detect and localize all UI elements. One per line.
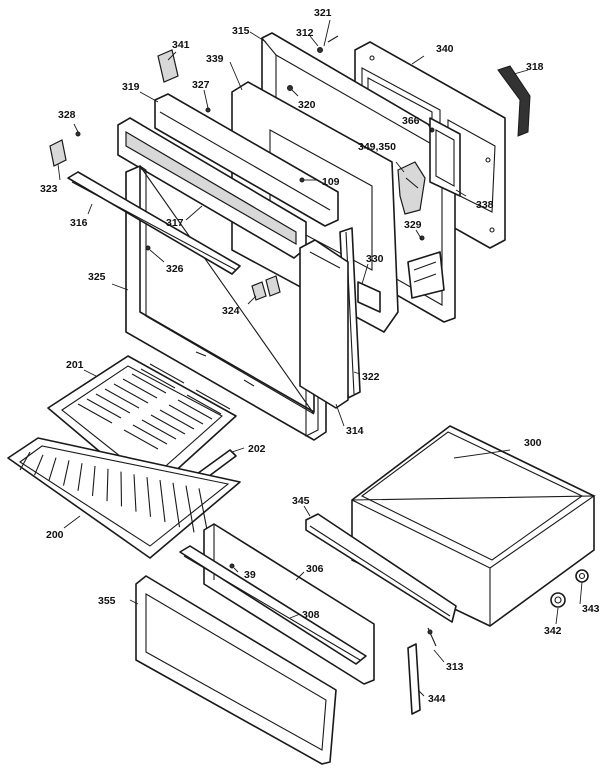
rack-bar xyxy=(33,454,44,476)
label-343: 343 xyxy=(582,603,600,615)
label-321: 321 xyxy=(314,7,332,19)
part-343-knob xyxy=(575,569,589,583)
part-344-slide xyxy=(407,643,421,715)
label-345: 345 xyxy=(292,495,310,507)
label-323: 323 xyxy=(40,183,58,195)
part-342-knob xyxy=(550,592,566,608)
part-355-drawer-panel xyxy=(135,575,337,765)
label-39: 39 xyxy=(244,569,256,581)
label-339: 339 xyxy=(206,53,224,65)
label-317: 317 xyxy=(166,217,184,229)
grid-slot xyxy=(195,389,231,410)
rack-bar xyxy=(106,468,109,502)
label-340: 340 xyxy=(436,43,454,55)
part-316-rod xyxy=(67,171,241,275)
label-342: 342 xyxy=(544,625,562,637)
rack-bar xyxy=(120,471,123,507)
label-330: 330 xyxy=(366,253,384,265)
label-308: 308 xyxy=(302,609,320,621)
rack-bar xyxy=(91,465,96,497)
grid-slot xyxy=(86,398,122,419)
part-323-clip xyxy=(49,139,67,167)
part-341-plate xyxy=(157,49,179,83)
label-315: 315 xyxy=(232,25,250,37)
grid-slot xyxy=(168,404,204,425)
label-319: 319 xyxy=(122,81,140,93)
part-324-blocks xyxy=(251,275,281,301)
part-308-drawer-trim xyxy=(179,545,367,665)
part-200-oven-rack xyxy=(7,437,241,559)
grid-slot xyxy=(132,424,168,445)
part-39-screw xyxy=(229,563,235,569)
part-345-drawer-rail xyxy=(305,513,457,623)
grid-slot xyxy=(123,429,159,450)
label-318: 318 xyxy=(526,61,544,73)
label-324: 324 xyxy=(222,305,240,317)
part-313-screw xyxy=(427,627,437,647)
rack-bar xyxy=(172,482,181,528)
label-329: 329 xyxy=(404,219,422,231)
grid-slot xyxy=(140,368,176,389)
label-313: 313 xyxy=(446,661,464,673)
label-306: 306 xyxy=(306,563,324,575)
label-326: 326 xyxy=(166,263,184,275)
part-314-door-glass xyxy=(299,239,349,409)
rack-bar xyxy=(133,474,137,512)
part-labels: 321 312 315 341 339 340 318 319 327 320 … xyxy=(40,7,600,705)
label-341: 341 xyxy=(172,39,190,51)
label-328: 328 xyxy=(58,109,76,121)
grid-slot xyxy=(113,383,149,404)
label-320: 320 xyxy=(298,99,316,111)
label-201: 201 xyxy=(66,359,84,371)
label-312: 312 xyxy=(296,27,314,39)
screws xyxy=(75,35,435,251)
rack-bar xyxy=(146,477,152,517)
label-202: 202 xyxy=(248,443,266,455)
rack-bar xyxy=(77,463,83,491)
part-330-strip xyxy=(357,281,381,313)
label-314: 314 xyxy=(346,425,364,437)
leader-lines xyxy=(57,19,583,697)
label-338: 338 xyxy=(476,199,494,211)
label-322: 322 xyxy=(362,371,380,383)
rack-bar xyxy=(48,457,57,481)
part-319-top-trim xyxy=(154,93,339,227)
part-300-drawer-body xyxy=(351,425,596,627)
grid-slot xyxy=(122,378,158,399)
grid-slot xyxy=(149,363,185,384)
label-300: 300 xyxy=(524,437,542,449)
label-366: 366 xyxy=(402,115,420,127)
part-349-350-hinge xyxy=(397,161,426,215)
part-318-handle-end xyxy=(497,65,531,137)
grid-slot xyxy=(159,409,195,430)
label-200: 200 xyxy=(46,529,64,541)
label-349-350: 349,350 xyxy=(358,141,396,153)
grid-slot xyxy=(77,403,113,424)
grid-slot xyxy=(141,419,177,440)
grid-slot xyxy=(95,393,131,414)
rack-bar xyxy=(159,479,166,523)
label-355: 355 xyxy=(98,595,116,607)
grid-slot xyxy=(150,414,186,435)
label-325: 325 xyxy=(88,271,106,283)
part-338-inner-panel xyxy=(429,117,461,197)
grid-slot xyxy=(177,399,213,420)
label-344: 344 xyxy=(428,693,446,705)
grid-slot xyxy=(104,388,140,409)
rack-bar xyxy=(185,485,195,533)
label-316: 316 xyxy=(70,217,88,229)
grid-slot xyxy=(186,394,222,415)
label-327: 327 xyxy=(192,79,210,91)
grid-slot xyxy=(131,373,167,394)
rack-bar xyxy=(19,451,31,471)
part-329-bracket xyxy=(407,251,445,299)
rack-bar xyxy=(62,460,70,486)
label-109: 109 xyxy=(322,176,340,188)
